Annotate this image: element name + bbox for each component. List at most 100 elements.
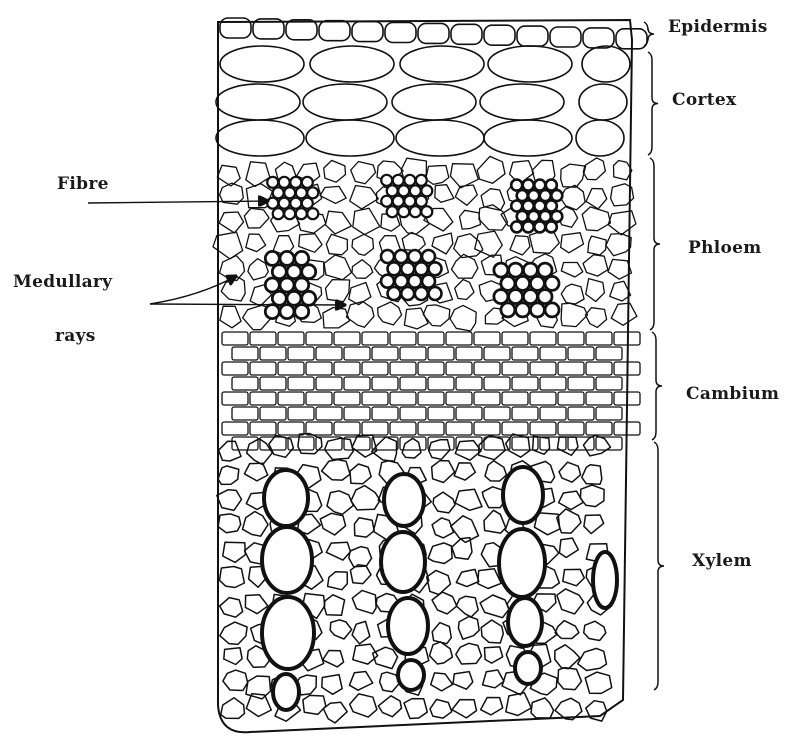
sieve-cell [280, 305, 294, 319]
sieve-cell [530, 276, 544, 290]
sieve-cell [530, 303, 544, 317]
fibre-cell [546, 180, 557, 191]
cambium-cell [418, 362, 444, 375]
fibre-cell [284, 208, 295, 219]
fibre-cell [387, 206, 398, 217]
fibre-cell [416, 196, 427, 207]
cambium-cell [558, 332, 584, 345]
xylem-cell [582, 465, 602, 485]
cambium-cell [540, 407, 566, 420]
arrow-medullary-ray-2 [150, 304, 345, 305]
cambium-cell [568, 347, 594, 360]
cambium-cell [306, 392, 332, 405]
xylem-cell [563, 569, 585, 585]
phloem-cell [455, 185, 477, 205]
fibre-cell [517, 211, 528, 222]
epidermis-cell [583, 28, 614, 48]
phloem-cell [460, 210, 481, 229]
cambium-cell [446, 332, 472, 345]
sieve-cell [272, 265, 286, 279]
xylem-cell [453, 672, 473, 690]
cambium-cell [372, 407, 398, 420]
cambium-cell [530, 332, 556, 345]
vessel [515, 652, 541, 684]
fibre-cell [398, 185, 409, 196]
phloem-cell [611, 303, 637, 325]
phloem-cell [614, 161, 632, 180]
xylem-cell [244, 463, 267, 481]
fibre-cell [410, 206, 421, 217]
xylem-cell [349, 547, 372, 567]
label-cambium: Cambium [686, 384, 779, 404]
fibre-cell [534, 221, 545, 232]
cambium-cell [502, 422, 528, 435]
xylem-cell [320, 513, 345, 535]
fibre-cell [387, 185, 398, 196]
cambium-cell [586, 422, 612, 435]
sieve-cell [501, 276, 515, 290]
sieve-cell [401, 262, 414, 275]
cambium-cell [334, 422, 360, 435]
xylem-cell [218, 466, 239, 485]
cortex-cell [400, 46, 484, 82]
cambium-cell [260, 347, 286, 360]
cambium-cell [362, 362, 388, 375]
xylem-cell [432, 592, 457, 614]
cambium-cell [372, 347, 398, 360]
fibre-cell [290, 177, 301, 188]
brackets-layer [644, 22, 664, 690]
phloem-cell [432, 233, 453, 254]
fibre-cell [421, 185, 432, 196]
cambium-cell [512, 377, 538, 390]
xylem-cell [246, 676, 271, 699]
phloem-cell [450, 305, 476, 331]
xylem-cell [452, 700, 477, 718]
xylem-cell [456, 643, 482, 664]
xylem-cell [243, 512, 269, 537]
xylem-cell [378, 696, 401, 717]
phloem-cell [583, 255, 608, 276]
cambium-cell [446, 362, 472, 375]
xylem-cell [585, 672, 612, 693]
xylem-cell [221, 698, 245, 719]
xylem-cell [246, 694, 271, 717]
xylem-cell [373, 647, 398, 668]
xylem-cell [269, 435, 294, 457]
cambium-cell [568, 407, 594, 420]
xylem-cell [350, 694, 377, 717]
cambium-cell [484, 377, 510, 390]
phloem-cell [426, 166, 449, 185]
xylem-cell [428, 543, 452, 564]
sieve-cell [429, 262, 442, 275]
cambium-cell [596, 377, 622, 390]
xylem-cell [559, 538, 578, 557]
xylem-cell [354, 518, 374, 537]
xylem-cell [584, 621, 606, 640]
cambium-cell [484, 347, 510, 360]
xylem-cell [323, 702, 347, 723]
vessel [388, 598, 428, 654]
cambium-cell [474, 332, 500, 345]
cambium-cell [568, 437, 594, 450]
sieve-cell [408, 250, 421, 263]
cambium-cell [316, 407, 342, 420]
cambium-cell [222, 332, 248, 345]
phloem-cell [221, 277, 245, 301]
xylem-cell [432, 518, 454, 538]
xylem-cell [223, 542, 246, 562]
vessel [262, 597, 314, 669]
cambium-cell [278, 332, 304, 345]
xylem-cell [217, 490, 242, 511]
xylem-cell [404, 699, 427, 719]
sieve-cell [395, 275, 408, 288]
phloem-cell [582, 207, 610, 231]
sieve-cell [523, 290, 537, 304]
sieve-cell [302, 291, 316, 305]
xylem-cell [220, 567, 245, 588]
cambium-cell [344, 407, 370, 420]
cambium-cell [232, 377, 258, 390]
phloem-cell [219, 212, 244, 233]
phloem-cell [352, 260, 373, 279]
phloem-cell [220, 256, 245, 281]
